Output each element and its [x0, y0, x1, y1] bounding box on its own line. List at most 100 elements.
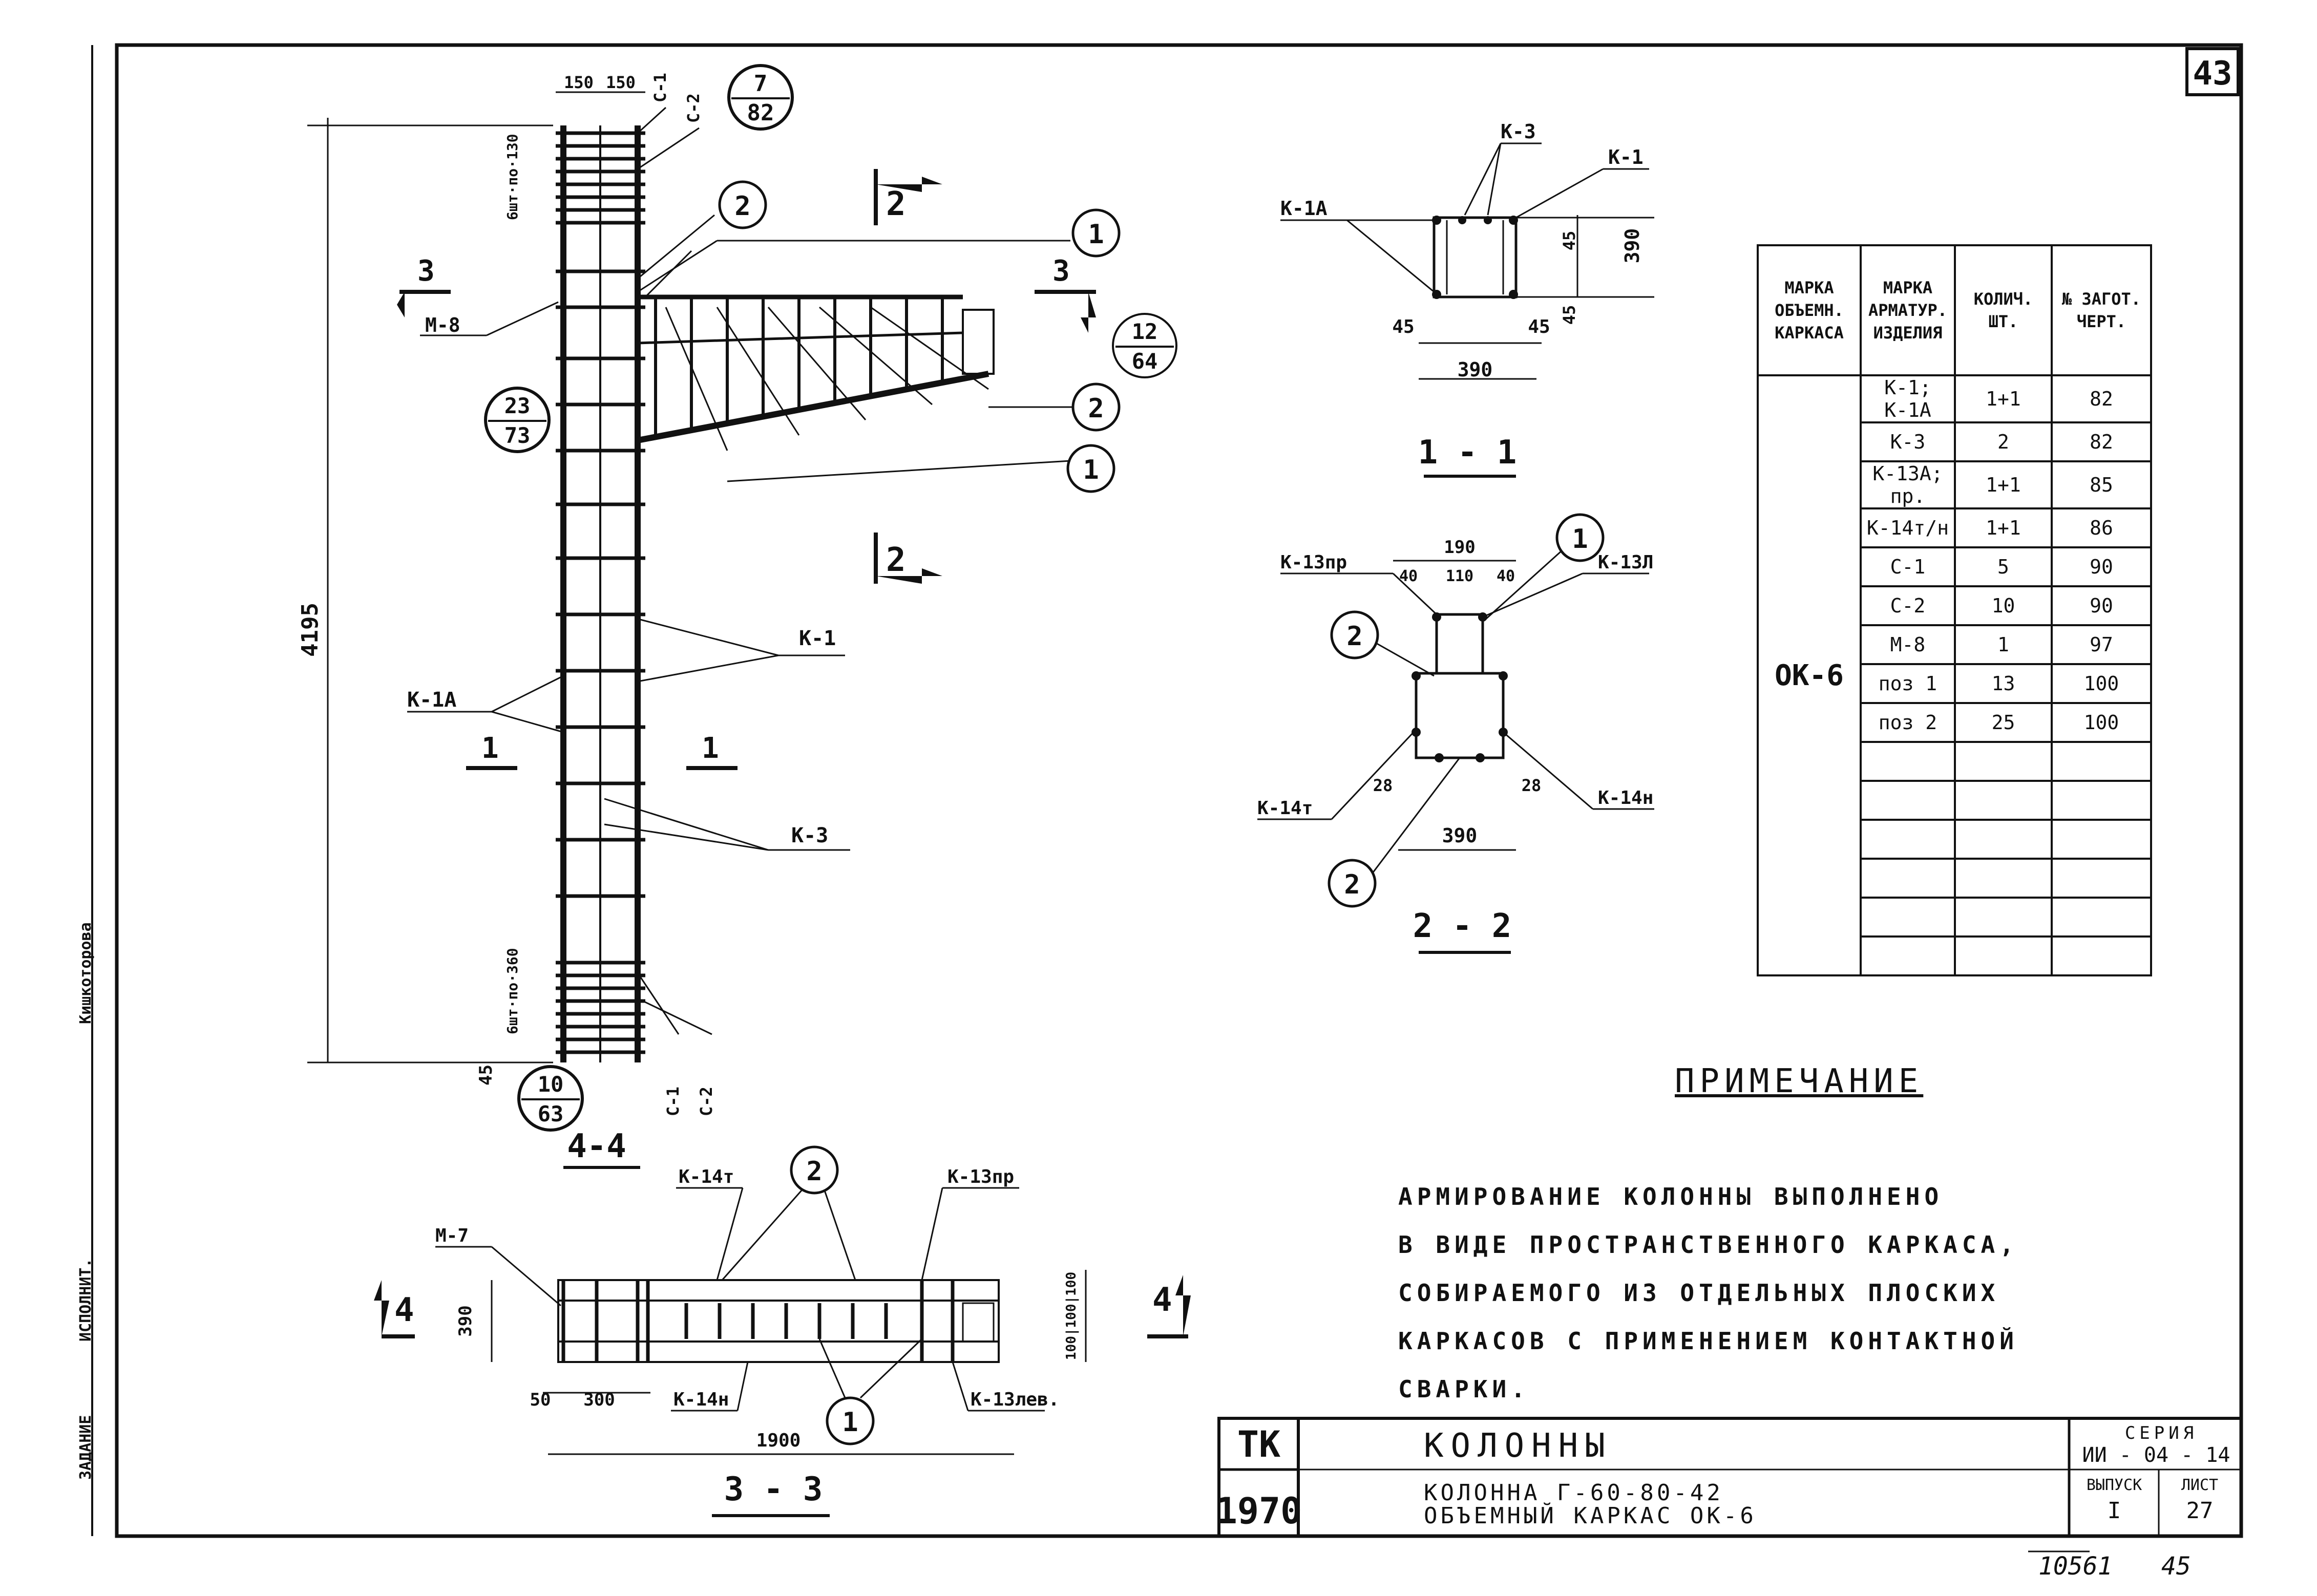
- label-c1-top: С-1: [650, 73, 670, 102]
- callout-2-top: [718, 180, 767, 229]
- svg-text:45: 45: [1528, 316, 1550, 337]
- margin-zadanie: ЗАДАНИЕ: [77, 1415, 95, 1480]
- title-block: ТК 1970 КОЛОННЫ КОЛОННА Г-60-80-42 ОБЪЕМ…: [1216, 1417, 2243, 1538]
- svg-text:1: 1: [1088, 219, 1104, 250]
- svg-text:1: 1: [1083, 455, 1099, 485]
- tb-year: 1970: [1216, 1490, 1302, 1532]
- column-stirrups: [556, 269, 645, 898]
- tb-subtitle1: КОЛОННА Г-60-80-42: [1424, 1480, 1723, 1506]
- svg-text:28: 28: [1373, 776, 1393, 795]
- tb-series-label: СЕРИЯ: [2125, 1423, 2198, 1443]
- footer-doc-number: 10561: [2038, 1552, 2113, 1581]
- margin-ispolnit: ИСПОЛНИТ.: [77, 1258, 95, 1342]
- callout-2-b: [1071, 382, 1121, 432]
- note-line: КАРКАСОВ С ПРИМЕНЕНИЕМ КОНТАКТНОЙ: [1398, 1327, 2018, 1355]
- section-mark-2-top: 2: [886, 185, 906, 223]
- note-body: АРМИРОВАНИЕ КОЛОННЫ ВЫПОЛНЕНО В ВИДЕ ПРО…: [1398, 1173, 2018, 1413]
- table-row: [1758, 780, 2152, 821]
- tb-subtitle2: ОБЪЕМНЫЙ КАРКАС ОК-6: [1424, 1502, 1757, 1529]
- note-line: СВАРКИ.: [1398, 1375, 1530, 1403]
- console-leaders: [637, 214, 1073, 482]
- s33-mark-4-left: 4: [394, 1291, 414, 1329]
- svg-text:45: 45: [1392, 316, 1414, 337]
- bottom-dense-stirrups: [556, 961, 645, 1054]
- svg-text:40: 40: [1497, 567, 1515, 585]
- spec-table: МАРКА ОБЪЕМН. КАРКАСА МАРКА АРМАТУР. ИЗД…: [1757, 244, 2152, 976]
- spacing-top: 6шт·по·130: [504, 134, 521, 220]
- tb-title: КОЛОННЫ: [1424, 1427, 1612, 1465]
- svg-text:390: 390: [1442, 824, 1478, 847]
- label-m8: М-8: [425, 314, 460, 336]
- footer-page: 45: [2161, 1552, 2191, 1581]
- svg-text:К-13пр: К-13пр: [947, 1166, 1014, 1187]
- table-row: [1758, 819, 2152, 860]
- svg-text:82: 82: [747, 100, 774, 126]
- svg-text:10: 10: [538, 1072, 564, 1097]
- ref-7-82: 7 82: [727, 64, 794, 131]
- svg-text:М-7: М-7: [435, 1225, 469, 1246]
- tb-issue-value: I: [2108, 1498, 2121, 1524]
- main-view: 4195 150 150 6шт·по·130 6шт·по·360 45 С-…: [297, 64, 1177, 1169]
- tb-sheet-label: ЛИСТ: [2181, 1476, 2218, 1494]
- section-mark-2-mid: 2: [886, 541, 906, 579]
- section-1-1: К-3 К-1 К-1А 390 45 45 390 45 45 1 - 1: [1280, 120, 1654, 478]
- svg-text:2: 2: [734, 191, 750, 222]
- section-mark-3-left: 3: [417, 254, 435, 288]
- table-row: [1758, 858, 2152, 899]
- svg-text:1900: 1900: [756, 1430, 801, 1451]
- label-c2-bottom: С-2: [697, 1087, 716, 1116]
- label-k1: К-1: [799, 627, 836, 650]
- header-frame-mark: МАРКА ОБЪЕМН. КАРКАСА: [1757, 244, 1862, 376]
- section-3-3-title: 3 - 3: [724, 1471, 823, 1508]
- svg-text:73: 73: [504, 423, 531, 448]
- section-mark-1-left: 1: [481, 732, 499, 765]
- svg-text:2: 2: [1088, 393, 1104, 424]
- section-3-3: М-7 К-14т К-13пр К-14н К-13лев. 2 1 50 3…: [374, 1145, 1191, 1517]
- frame-mark-cell: ОК-6: [1757, 374, 1862, 976]
- callout-1-b: [1066, 444, 1115, 493]
- svg-text:390: 390: [455, 1305, 476, 1336]
- s33-mark-4-right: 4: [1152, 1281, 1172, 1319]
- svg-text:390: 390: [1621, 228, 1644, 264]
- section-1-1-title: 1 - 1: [1418, 434, 1517, 472]
- s22-callout-1: 1: [1572, 524, 1588, 555]
- note-title: ПРИМЕЧАНИЕ: [1675, 1062, 1924, 1100]
- section-mark-3-right: 3: [1052, 254, 1070, 288]
- label-c1-bottom: С-1: [663, 1087, 683, 1116]
- outer-frame: [115, 43, 2243, 1538]
- svg-text:190: 190: [1444, 537, 1475, 558]
- table-row: [1758, 741, 2152, 782]
- height-dim: 4195: [297, 603, 323, 657]
- sheet-number-box: [2185, 47, 2240, 96]
- svg-text:К-14н: К-14н: [673, 1389, 729, 1410]
- svg-text:64: 64: [1132, 349, 1158, 374]
- ref-23-73: 23 73: [484, 387, 551, 453]
- s33-callout-2: 2: [806, 1156, 822, 1187]
- main-view-title: 4-4: [567, 1127, 626, 1165]
- spacing-bottom: 6шт·по·360: [504, 948, 521, 1034]
- svg-text:12: 12: [1132, 319, 1158, 344]
- svg-text:К-13Л: К-13Л: [1598, 552, 1653, 573]
- note-line: СОБИРАЕМОГО ИЗ ОТДЕЛЬНЫХ ПЛОСКИХ: [1398, 1279, 2000, 1307]
- top-dense-stirrups: [556, 131, 645, 225]
- s33-callout-1: 1: [842, 1407, 858, 1438]
- svg-text:К-13пр: К-13пр: [1280, 552, 1347, 573]
- tb-sheet-value: 27: [2186, 1498, 2214, 1524]
- tb-issue-label: ВЫПУСК: [2087, 1476, 2142, 1494]
- section-2-2: К-13пр К-13Л К-14т К-14н 190 40 110 40 2…: [1257, 513, 1654, 954]
- callout-1-a: [1071, 208, 1121, 258]
- svg-text:К-14н: К-14н: [1598, 788, 1653, 808]
- s11-label-k3: К-3: [1501, 120, 1536, 143]
- tb-org: ТК: [1237, 1423, 1280, 1465]
- section-mark-1-right: 1: [702, 732, 719, 765]
- section-2-2-title: 2 - 2: [1413, 907, 1512, 945]
